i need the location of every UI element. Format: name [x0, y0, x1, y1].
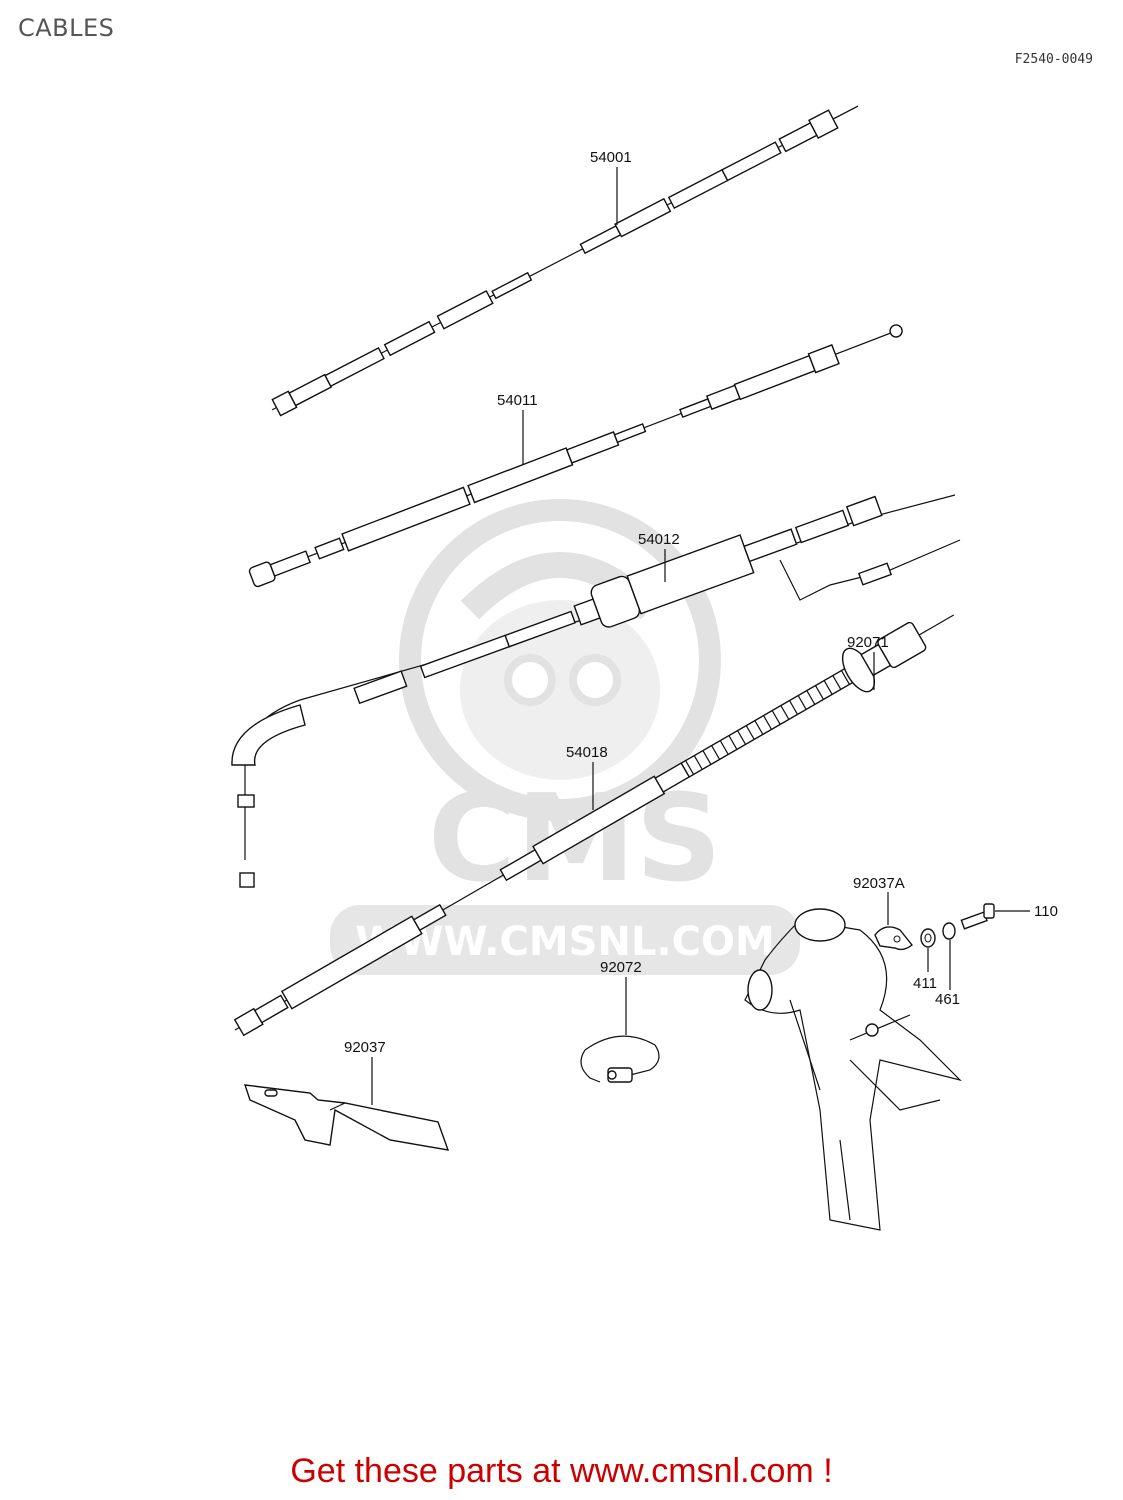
clamp-92072: [580, 1035, 660, 1083]
frame-head-pipe: [744, 908, 962, 1231]
washer-461: [942, 922, 956, 940]
bracket-92037: [243, 1084, 450, 1151]
diagram-code: F2540-0049: [1014, 52, 1093, 67]
cable-54011: [248, 324, 903, 588]
washer-411: [920, 928, 936, 948]
part-label-110: 110: [1034, 903, 1058, 920]
part-label-54012: 54012: [638, 531, 680, 548]
get-parts-link[interactable]: Get these parts at www.cmsnl.com !: [290, 1452, 833, 1490]
part-label-92071: 92071: [847, 634, 889, 651]
part-label-54001: 54001: [590, 149, 632, 166]
cable-54001: [271, 105, 859, 417]
part-label-92037A: 92037A: [853, 875, 905, 892]
bolt-110: [960, 903, 995, 930]
part-label-461: 461: [935, 991, 960, 1008]
part-label-54018: 54018: [566, 744, 608, 761]
page-title: CABLES: [18, 14, 115, 42]
cms-watermark: CMS WWW.CMSNL.COM: [330, 499, 800, 975]
cable-54018: [233, 614, 955, 1037]
part-label-54011: 54011: [497, 392, 538, 409]
cable-54012: [231, 494, 961, 888]
exploded-parts-diagram: CMS WWW.CMSNL.COM 54001 5401: [231, 105, 1058, 1231]
clip-92037A: [874, 926, 913, 951]
part-label-411: 411: [913, 975, 937, 992]
part-label-92072: 92072: [600, 959, 642, 976]
part-label-92037: 92037: [344, 1039, 386, 1056]
